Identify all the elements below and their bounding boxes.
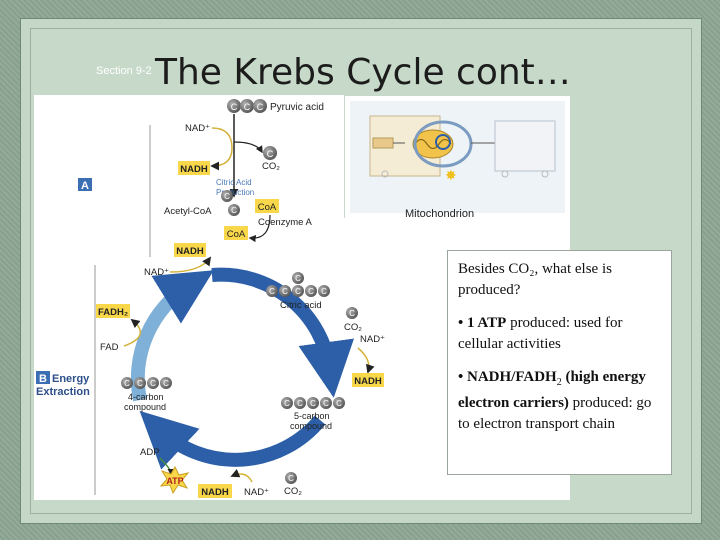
- section-b-marker: [36, 371, 50, 384]
- carbon-label: C: [257, 102, 264, 112]
- nadh-bullet-subscript: 2: [556, 377, 562, 388]
- pyruvic-acid-carbons: C C C: [227, 99, 267, 113]
- carbon-label: C: [310, 399, 316, 408]
- nadh-label-left-top: NADH: [176, 246, 204, 257]
- citric-acid-production-label-2: Production: [216, 188, 254, 197]
- pyruvic-acid-label: Pyruvic acid: [270, 102, 324, 113]
- nad-arrow-right: [357, 347, 375, 374]
- co2-carbon-top: [263, 146, 277, 160]
- nad-plus-label-right: NAD⁺: [360, 334, 385, 345]
- five-carbon-label: 5-carbon: [294, 411, 330, 421]
- nadh-label-bottom: NADH: [201, 487, 229, 498]
- coa-box-left: [224, 226, 248, 240]
- adp-label: ADP: [140, 447, 160, 458]
- carbon-label: C: [244, 102, 251, 112]
- fad-arrow: [123, 318, 141, 347]
- carbon-label: C: [295, 287, 301, 296]
- svg-text:✸: ✸: [445, 167, 457, 183]
- co2-label-right: CO₂: [344, 322, 362, 333]
- nadh-bullet-text: produced: go to electron transport chain: [458, 395, 652, 432]
- coa-box-right: [255, 199, 279, 213]
- slide-title: The Krebs Cycle cont…: [155, 52, 571, 93]
- atp-bullet-bold: • 1 ATP: [458, 315, 507, 331]
- nad-reduction-arrow: [210, 127, 233, 171]
- nadh-box-left-top: [174, 243, 206, 257]
- carbon-label: C: [284, 399, 290, 408]
- four-carbon-label: 4-carbon: [128, 392, 164, 402]
- coa-label-right: CoA: [258, 202, 277, 213]
- nad-plus-label-top: NAD⁺: [185, 123, 210, 134]
- section-b-letter: B: [39, 373, 47, 385]
- carbon-label: C: [137, 379, 143, 388]
- carbon-label: C: [321, 287, 327, 296]
- citric-acid-production-label: Citric Acid: [216, 178, 252, 187]
- atp-bullet-text: produced: used for cellular activities: [458, 315, 623, 352]
- nad-plus-label-left: NAD⁺: [144, 267, 169, 278]
- carbon-label: C: [231, 102, 238, 112]
- mitochondrion-label: Mitochondrion: [405, 208, 475, 220]
- fad-label: FAD: [100, 342, 119, 353]
- atp-bullet: • 1 ATP produced: used for cellular acti…: [458, 313, 661, 355]
- nadh-box-right: [352, 373, 384, 387]
- nadh-label-right: NADH: [354, 376, 382, 387]
- carbon-label: C: [124, 379, 130, 388]
- nadh-bullet-bold-b: (high energy electron carriers): [458, 369, 646, 411]
- fadh2-box: [96, 304, 130, 318]
- section-a-letter: A: [81, 180, 89, 192]
- section-label: Section 9-2: [96, 65, 152, 77]
- section-a-marker: [78, 178, 92, 191]
- energy-label: Energy: [52, 373, 90, 385]
- fadh2-label: FADH₂: [98, 307, 128, 318]
- five-carbon-label-2: compound: [290, 421, 332, 431]
- coa-label-left: CoA: [227, 229, 246, 240]
- co2-label-top: CO₂: [262, 161, 280, 172]
- nadh-bullet: • NADH/FADH2 (high energy electron carri…: [458, 367, 661, 435]
- mitochondrion-illustration: ✸: [350, 101, 565, 213]
- carbon-label: C: [224, 192, 230, 201]
- atp-label: ATP: [166, 476, 183, 486]
- nadh-box-top: [178, 161, 210, 175]
- carbon-label: C: [150, 379, 156, 388]
- carbon-label: C: [267, 149, 274, 159]
- carbon-label: C: [282, 287, 288, 296]
- carbon-label: C: [163, 379, 169, 388]
- carbon-label: C: [336, 399, 342, 408]
- atp-burst-icon: [159, 465, 190, 495]
- nad-plus-label-bottom: NAD⁺: [244, 487, 269, 498]
- question-text-box: Besides CO₂, what else is produced? • 1 …: [447, 250, 672, 475]
- citric-acid-label: Citric acid: [280, 300, 322, 311]
- cycle-arrow-right: [211, 267, 355, 398]
- carbon-label: C: [231, 206, 237, 215]
- coenzyme-a-label: Coenzyme A: [258, 217, 313, 228]
- extraction-label: Extraction: [36, 386, 90, 398]
- carbon-label: C: [323, 399, 329, 408]
- mitochondrion-inset: ✸: [345, 96, 570, 218]
- nadh-bullet-bold-a: • NADH/FADH: [458, 369, 557, 385]
- nadh-box-bottom: [198, 484, 232, 498]
- carbon-label: C: [308, 287, 314, 296]
- cycle-arrow-bottom: [139, 410, 326, 470]
- nad-arrow-bottom: [230, 469, 253, 483]
- co2-label-bottom: CO₂: [284, 486, 302, 497]
- nadh-label-top: NADH: [180, 164, 208, 175]
- four-carbon-label-2: compound: [124, 402, 166, 412]
- carbon-label: C: [295, 274, 301, 283]
- acetyl-coa-label: Acetyl-CoA: [164, 206, 212, 217]
- carbon-label: C: [288, 474, 294, 483]
- co2-release-arrow-top: [233, 141, 263, 154]
- carbon-label: C: [349, 309, 355, 318]
- question-text: Besides CO₂, what else is produced?: [458, 261, 612, 298]
- coenzyme-a-arrow: [248, 214, 271, 243]
- carbon-label: C: [297, 399, 303, 408]
- carbon-label: C: [269, 287, 275, 296]
